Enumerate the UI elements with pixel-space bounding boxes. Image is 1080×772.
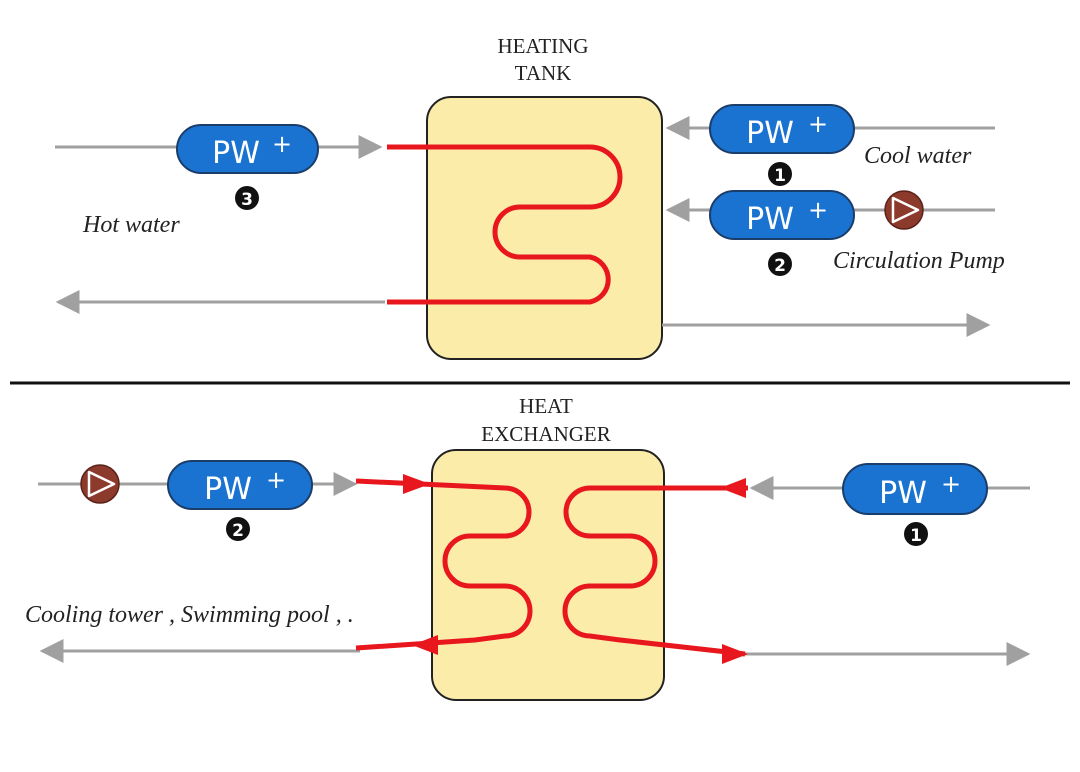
flow-arrow-out-left bbox=[412, 635, 438, 655]
heating-coil bbox=[387, 144, 623, 305]
svg-text:3: 3 bbox=[241, 190, 253, 210]
pw-device-2-superscript: + bbox=[808, 196, 828, 224]
heating-tank-section: HEATING TANK PW + 3 PW + 1 bbox=[55, 34, 1005, 360]
svg-text:2: 2 bbox=[774, 256, 786, 276]
number-badge-3: 3 bbox=[235, 186, 259, 210]
exchanger-coil-right bbox=[562, 485, 748, 657]
pw-device-2-bottom: PW + bbox=[167, 460, 313, 510]
svg-text:1: 1 bbox=[910, 526, 922, 546]
number-badge-2-bottom: 2 bbox=[226, 517, 250, 541]
number-badge-1-bottom: 1 bbox=[904, 522, 928, 546]
svg-text:2: 2 bbox=[232, 521, 244, 541]
svg-text:+: + bbox=[941, 470, 961, 498]
tank-title-line1: HEATING bbox=[498, 34, 589, 58]
cool-water-label: Cool water bbox=[864, 143, 972, 169]
pw-device-3: PW + bbox=[176, 124, 319, 174]
svg-text:1: 1 bbox=[774, 166, 786, 186]
circulation-pump-label: Circulation Pump bbox=[833, 248, 1005, 274]
tank-title-line2: TANK bbox=[515, 61, 572, 85]
pw-device-3-superscript: + bbox=[272, 130, 292, 158]
number-badge-2: 2 bbox=[768, 252, 792, 276]
pw-device-3-label: PW bbox=[212, 136, 260, 171]
pw-device-1-bottom: PW + bbox=[842, 463, 988, 515]
pw-device-2-label: PW bbox=[746, 202, 794, 237]
svg-text:PW: PW bbox=[204, 472, 252, 507]
circulation-pump-icon bbox=[884, 190, 924, 230]
svg-text:+: + bbox=[266, 466, 286, 494]
exchanger-title-line1: HEAT bbox=[519, 394, 573, 418]
flow-arrow-in-left bbox=[403, 474, 430, 494]
destinations-label: Cooling tower , Swimming pool , . bbox=[25, 602, 354, 628]
flow-arrow-in-right bbox=[720, 478, 746, 498]
circulation-pump-icon-bottom bbox=[80, 464, 120, 504]
number-badge-1: 1 bbox=[768, 162, 792, 186]
heat-exchanger-section: HEAT EXCHANGER PW + 2 bbox=[25, 394, 1031, 701]
heating-tank bbox=[426, 96, 663, 360]
svg-text:PW: PW bbox=[879, 476, 927, 511]
pw-device-2: PW + bbox=[709, 190, 855, 240]
flow-arrow-out-right bbox=[722, 644, 748, 664]
exchanger-title-line2: EXCHANGER bbox=[481, 422, 611, 446]
exchanger-coil-left bbox=[355, 478, 533, 651]
pw-device-1-superscript: + bbox=[808, 110, 828, 138]
pw-device-1-label: PW bbox=[746, 116, 794, 151]
pw-device-1: PW + bbox=[709, 104, 855, 154]
hot-water-label: Hot water bbox=[82, 212, 180, 238]
